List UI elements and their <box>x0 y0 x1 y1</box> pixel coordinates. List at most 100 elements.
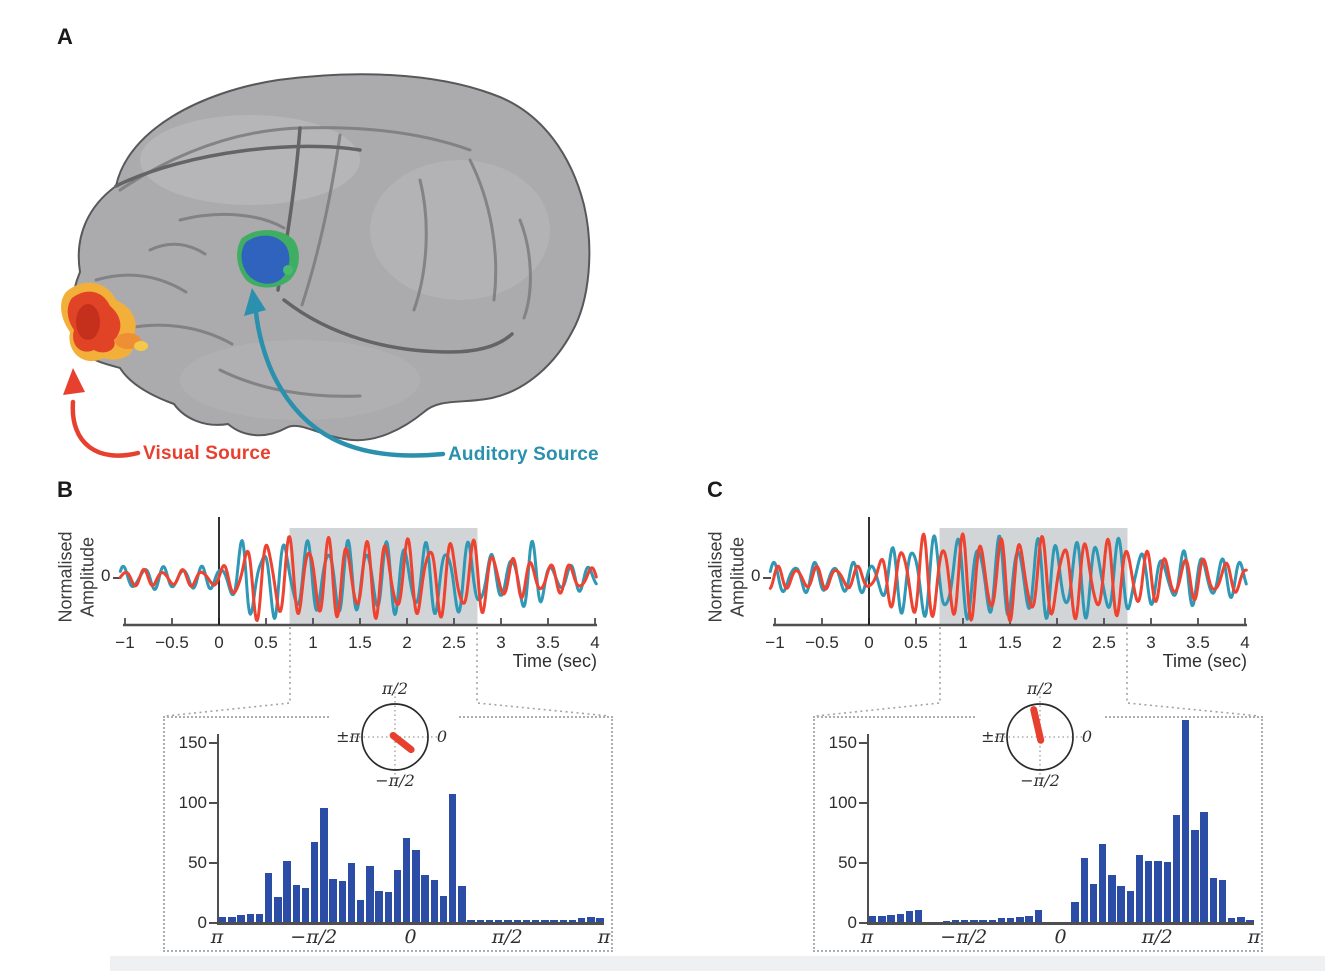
gyri-highlight <box>370 160 550 300</box>
c-y-axis-label-line1: Normalised <box>705 531 726 623</box>
histogram-bar <box>1117 886 1125 922</box>
polar-circle <box>361 703 429 771</box>
histogram-bar <box>587 917 595 922</box>
c-polar-bottom-label: −π/2 <box>1020 771 1060 790</box>
histogram-bar <box>951 919 960 922</box>
c-polar-top-label: π/2 <box>1026 679 1054 698</box>
time-tick-label: 2.5 <box>1092 633 1116 652</box>
histogram-bar <box>495 919 503 922</box>
histogram-bar <box>458 886 466 922</box>
histogram-y-tick <box>209 922 217 924</box>
histogram-bar <box>228 917 236 922</box>
histogram-bar <box>311 841 319 922</box>
polar-circle <box>1006 703 1074 771</box>
c-polar-left-label: ±π <box>981 727 1005 746</box>
histogram-bar <box>219 917 227 922</box>
histogram-bar <box>1237 917 1245 922</box>
histogram-bar <box>338 881 347 922</box>
histogram-bar <box>905 911 914 922</box>
c-y-zero-tick-label: 0 <box>751 566 761 585</box>
time-tick-label: −1 <box>115 633 135 652</box>
histogram-bar <box>301 888 310 922</box>
histogram-bar <box>246 913 254 922</box>
histogram-bar <box>915 910 923 922</box>
histogram-bar <box>1163 862 1171 922</box>
time-tick-label: −0.5 <box>155 633 189 652</box>
gyri-highlight <box>180 340 420 420</box>
histogram-bar <box>1099 844 1107 922</box>
b-y-zero-tick <box>113 577 121 579</box>
histogram-bar <box>1154 860 1162 922</box>
histogram-bar <box>1080 858 1089 922</box>
b-y-axis-label-line2: Amplitude <box>77 536 98 618</box>
b-x-axis-label: Time (sec) <box>512 651 597 671</box>
visual-source-activation <box>61 282 148 362</box>
histogram-bar <box>430 880 439 922</box>
histogram-bar <box>577 918 586 922</box>
panel-c-label: C <box>707 477 723 502</box>
histogram-bar <box>550 919 558 922</box>
time-tick-label: 0.5 <box>904 633 928 652</box>
histogram-x-tick-label: 0 <box>1054 926 1067 948</box>
time-tick-label: 3.5 <box>1186 633 1210 652</box>
histogram-y-tick-label: 150 <box>178 733 207 752</box>
histogram-y-axis <box>217 734 219 924</box>
histogram-bar <box>403 838 411 922</box>
time-tick-label: 3 <box>1146 633 1156 652</box>
brain-illustration <box>61 73 591 458</box>
auditory-source-label: Auditory Source <box>448 444 599 465</box>
histogram-bar <box>869 916 877 922</box>
histogram-bar <box>988 919 997 922</box>
histogram-bar <box>559 919 567 922</box>
histogram-y-tick <box>209 862 217 864</box>
histogram-y-axis <box>867 734 869 924</box>
histogram-x-tick-label: π <box>597 926 611 948</box>
histogram-bar <box>1200 811 1208 922</box>
histogram-bar <box>1071 901 1079 922</box>
panel-b-label: B <box>57 477 73 502</box>
histogram-bar <box>596 918 604 922</box>
c-y-zero-tick <box>763 577 771 579</box>
histogram-bar <box>961 919 969 922</box>
auditory-source-arrow <box>244 288 446 458</box>
histogram-bar <box>997 918 1006 922</box>
histogram-bar <box>366 865 374 922</box>
time-tick-label: 0 <box>864 633 874 652</box>
histogram-bar <box>970 919 978 922</box>
b-y-axis-label-line1: Normalised <box>55 531 76 623</box>
c-y-axis-label-line2: Amplitude <box>727 536 748 618</box>
histogram-bar <box>375 890 383 922</box>
histogram-bar <box>449 786 457 922</box>
histogram-y-tick-label: 50 <box>188 853 207 872</box>
histogram-bar <box>265 872 273 922</box>
histogram-y-tick <box>859 862 867 864</box>
gyri-highlight <box>140 115 360 205</box>
histogram-y-tick-label: 150 <box>828 733 857 752</box>
histogram-bar <box>1145 860 1153 922</box>
histogram-bar <box>439 895 448 922</box>
histogram-bar <box>878 916 886 922</box>
visual-source-trace <box>768 532 1248 623</box>
histogram-bar <box>384 892 393 922</box>
visual-source-arrow <box>63 368 141 458</box>
histogram-bar <box>1227 918 1236 922</box>
histogram-bar <box>1034 910 1043 922</box>
histogram-y-tick <box>209 802 217 804</box>
time-tick-label: 4 <box>1240 633 1250 652</box>
time-tick-label: 1 <box>308 633 318 652</box>
histogram-bar <box>467 919 475 922</box>
b-polar-bottom-label: −π/2 <box>375 771 415 790</box>
histogram-bar <box>329 878 337 922</box>
histogram-bar <box>1089 883 1098 922</box>
histogram-y-tick-label: 0 <box>197 913 207 932</box>
histogram-bar <box>274 896 282 922</box>
histogram-y-tick <box>859 802 867 804</box>
visual-source-trace <box>118 535 598 622</box>
histogram-bar <box>568 919 577 922</box>
histogram-bar <box>1172 815 1181 922</box>
time-tick-label: −0.5 <box>805 633 839 652</box>
time-tick-label: 1.5 <box>348 633 372 652</box>
histogram-y-tick <box>209 742 217 744</box>
